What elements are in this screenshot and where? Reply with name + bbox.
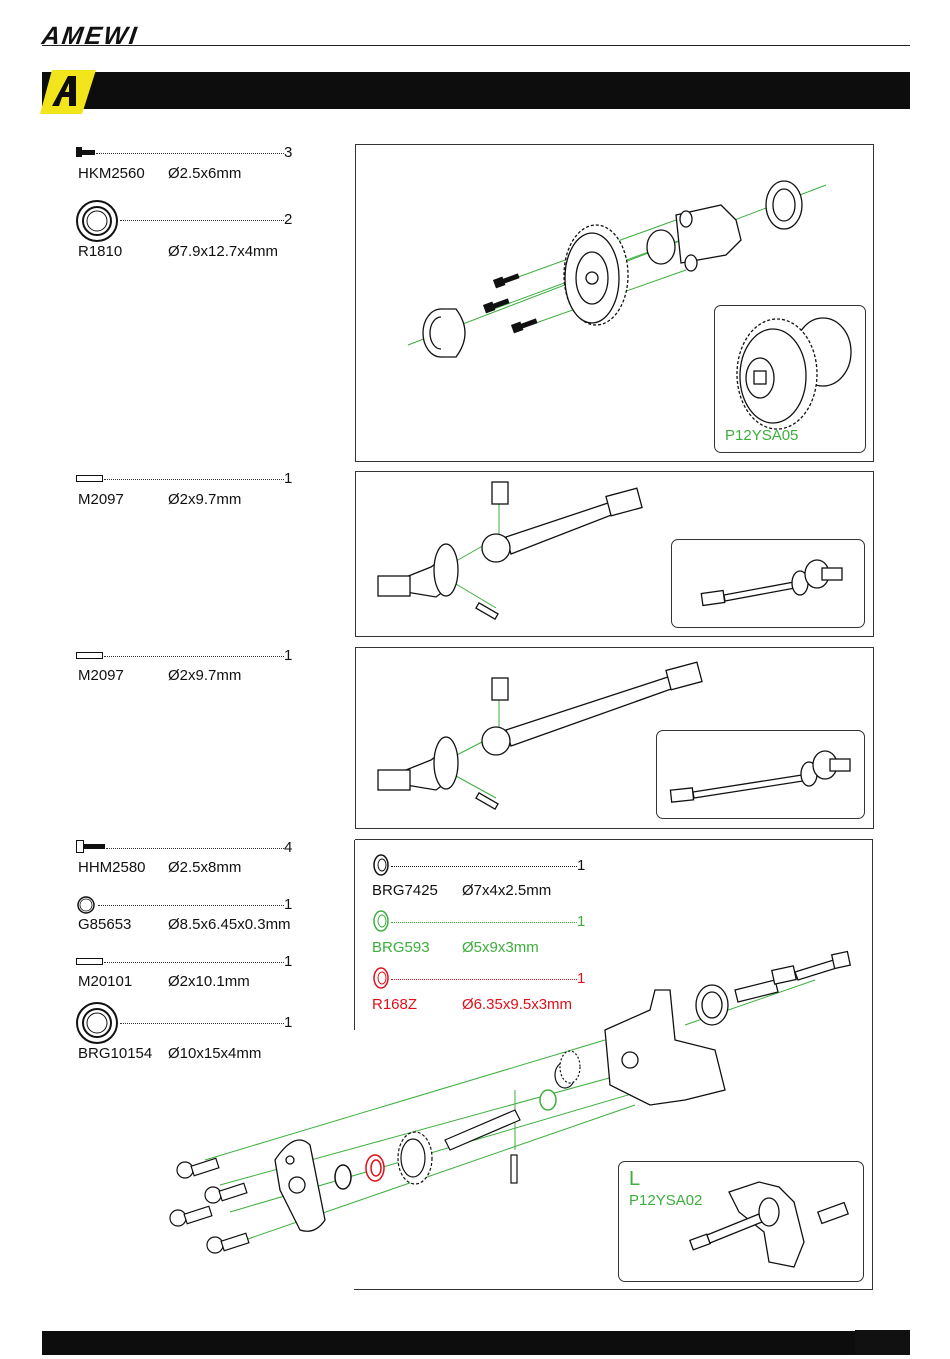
section-a-icon [38, 66, 98, 116]
inset-part-label: P12YSA05 [725, 427, 798, 444]
part-dimension: Ø10x15x4mm [168, 1045, 261, 1062]
pin-icon [76, 475, 104, 483]
part-dimension: Ø2x9.7mm [168, 491, 241, 508]
part-dimension: Ø7.9x12.7x4mm [168, 243, 278, 260]
part-code: G85653 [78, 916, 131, 933]
part-dimension: Ø8.5x6.45x0.3mm [168, 916, 291, 933]
step-3-diagram-panel [355, 647, 874, 829]
part-qty: 4 [284, 839, 292, 856]
part-qty: 1 [284, 896, 292, 913]
assembled-view-inset [671, 539, 865, 628]
screw-icon [76, 146, 98, 158]
bearing-icon [76, 200, 120, 242]
assembled-view-inset: L P12YSA02 [618, 1161, 864, 1282]
part-code: M2097 [78, 667, 124, 684]
assembled-view-inset [656, 730, 865, 819]
part-code: M2097 [78, 491, 124, 508]
part-code: M20101 [78, 973, 132, 990]
bearing-icon [76, 1002, 120, 1044]
part-qty: 1 [284, 953, 292, 970]
pin-icon [76, 652, 104, 660]
section-title-bar [42, 72, 910, 109]
part-code: HKM2560 [78, 165, 145, 182]
part-code: HHM2580 [78, 859, 146, 876]
part-dimension: Ø2x10.1mm [168, 973, 250, 990]
header-rule [42, 45, 910, 46]
part-dimension: Ø2.5x8mm [168, 859, 241, 876]
hex-screw-icon [76, 840, 106, 854]
step-2-diagram-panel [355, 471, 874, 637]
footer-page-tab [855, 1330, 910, 1355]
part-code: BRG10154 [78, 1045, 152, 1062]
brand-logo: AMEWI [40, 22, 140, 51]
step-1-diagram-panel: P12YSA05 [355, 144, 874, 462]
driveshaft-long-assembled-drawing [657, 731, 864, 818]
assembled-view-inset: P12YSA05 [714, 305, 866, 453]
part-code: R1810 [78, 243, 122, 260]
part-dimension: Ø2.5x6mm [168, 165, 241, 182]
part-qty: 1 [284, 1014, 292, 1031]
pin-icon [76, 958, 104, 966]
part-qty: 2 [284, 211, 292, 228]
footer-bar [42, 1331, 910, 1355]
driveshaft-assembled-drawing [672, 540, 864, 627]
shim-icon [76, 896, 98, 914]
knuckle-assembled-drawing [619, 1162, 863, 1281]
part-dimension: Ø2x9.7mm [168, 667, 241, 684]
part-qty: 1 [284, 647, 292, 664]
step-4-diagram-panel: 1 BRG7425 Ø7x4x2.5mm 1 BRG593 Ø5x9x3mm 1… [355, 839, 873, 1290]
part-qty: 1 [284, 470, 292, 487]
part-qty: 3 [284, 144, 292, 161]
